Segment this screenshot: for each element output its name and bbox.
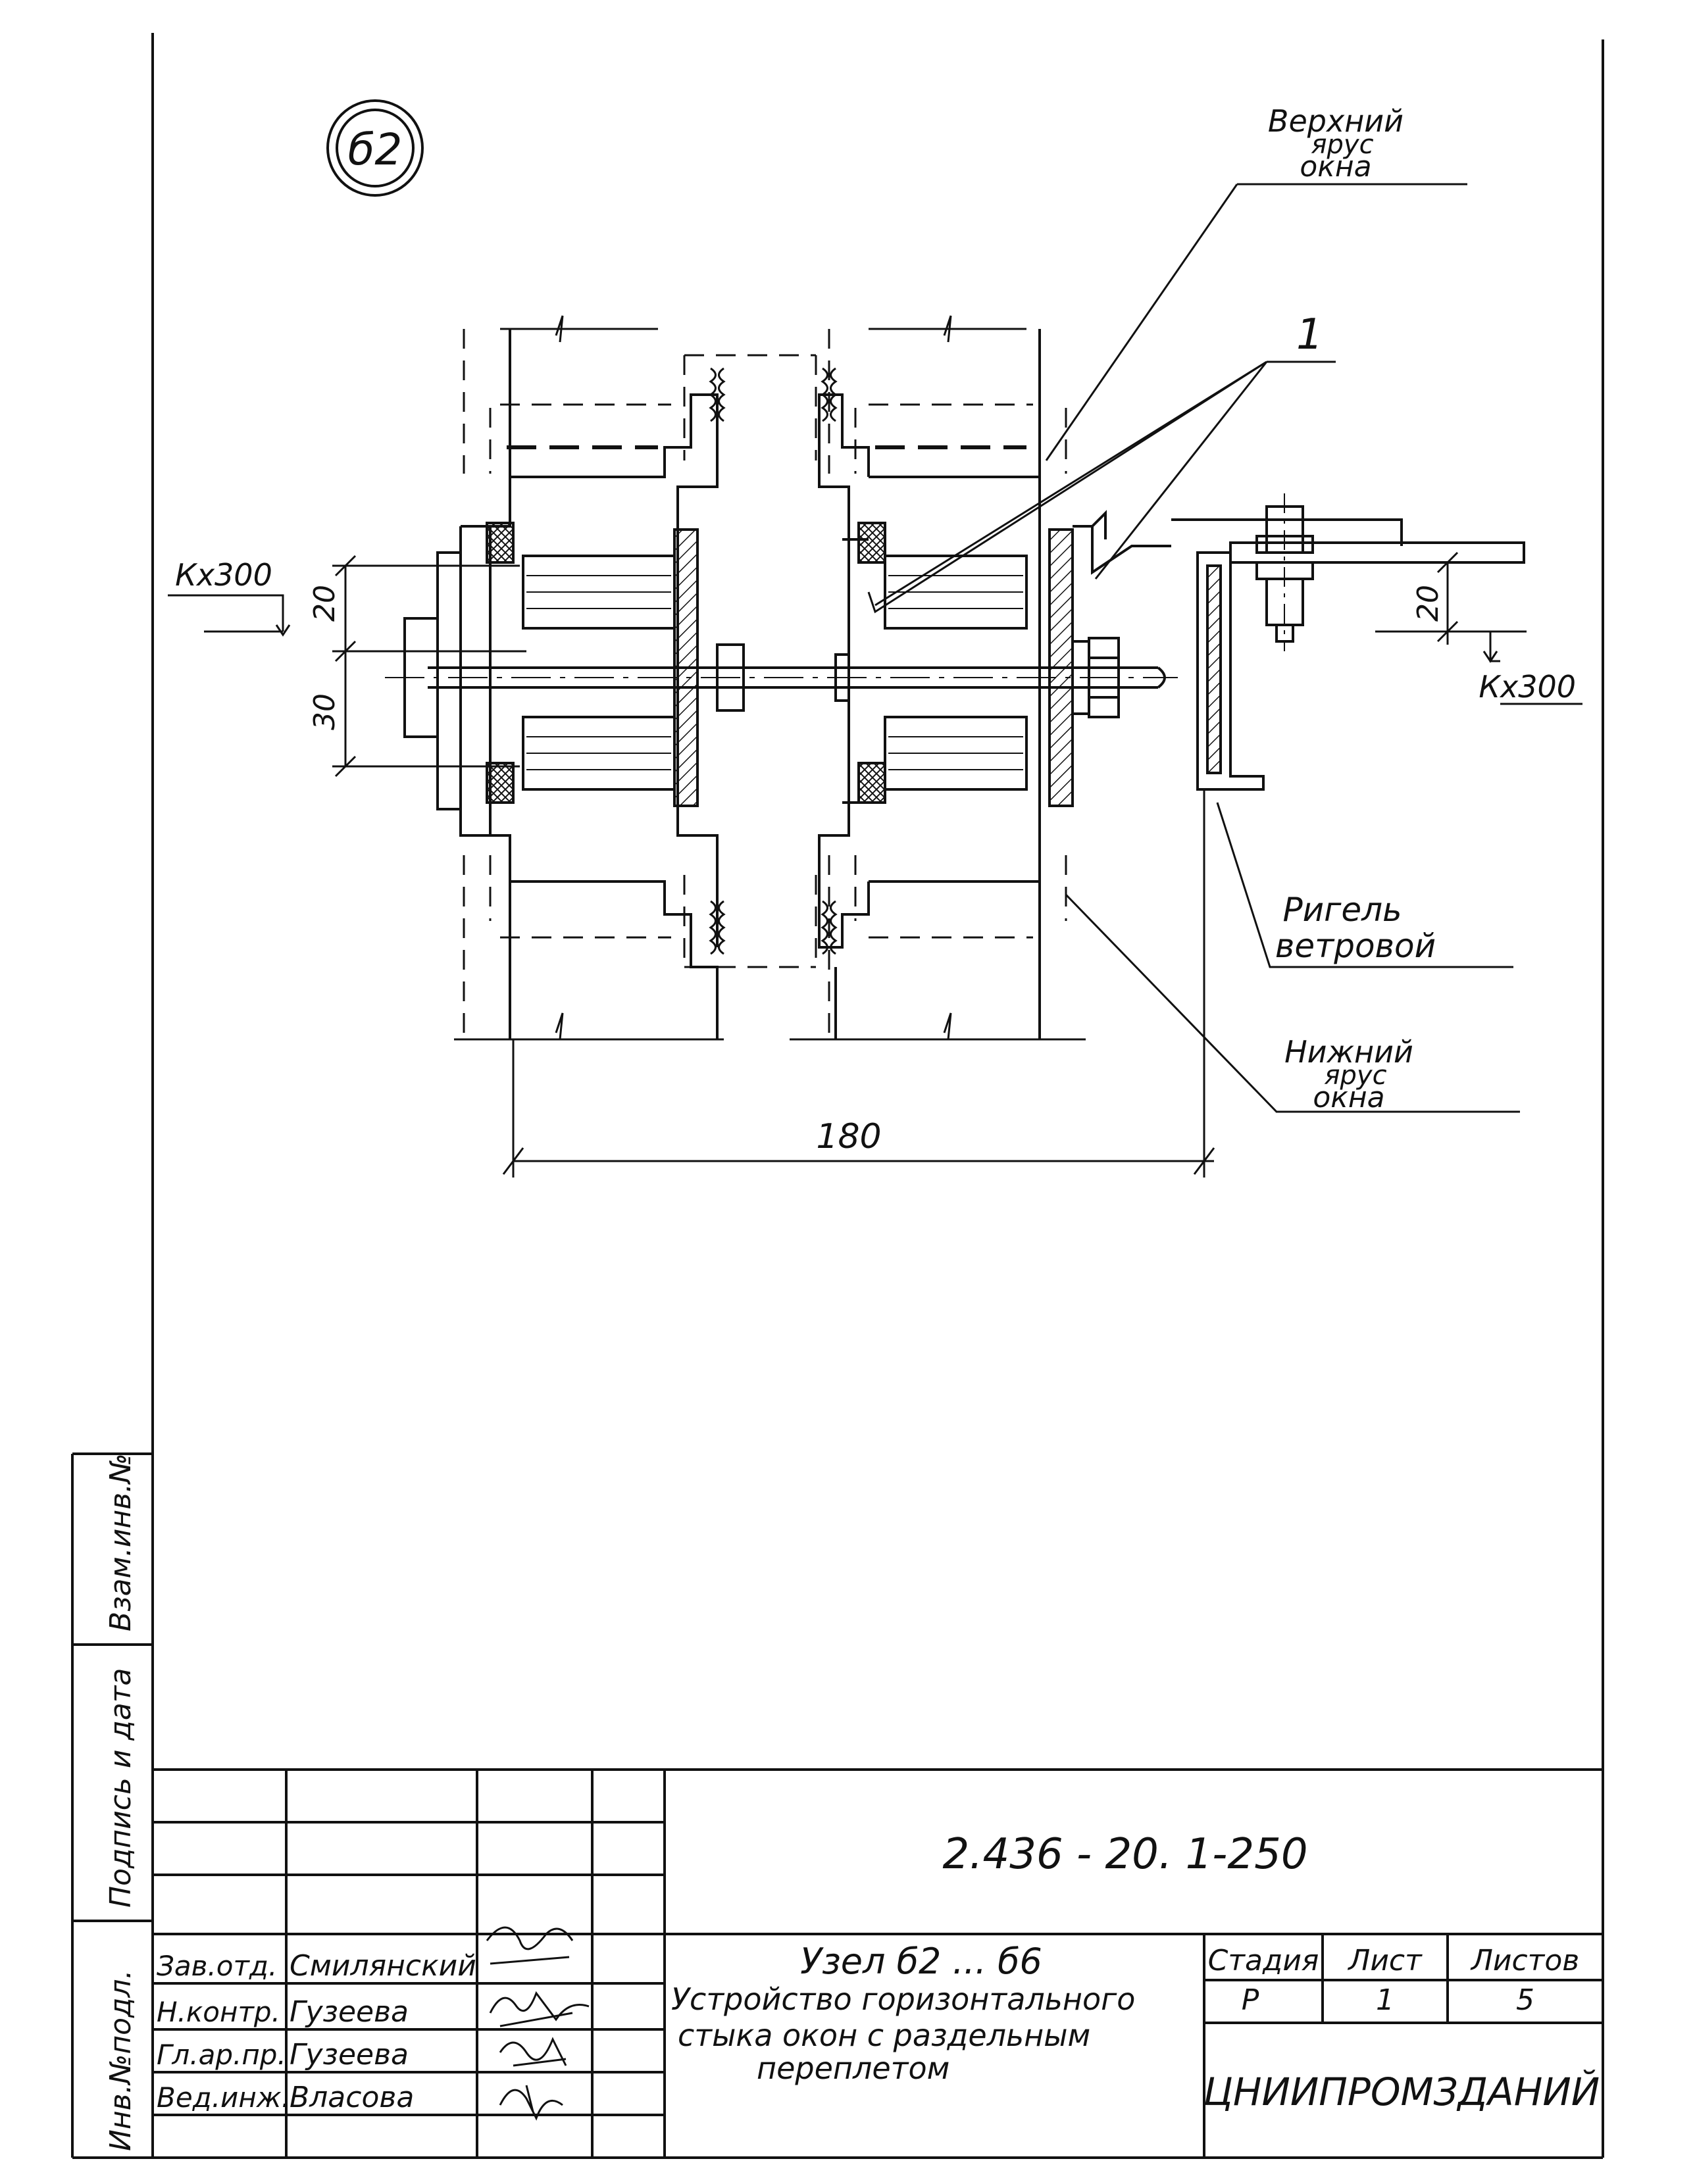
inv-no-label: Инв.№подл. [104,1970,138,2151]
title-line-2: Устройство горизонтального [671,1981,1135,2017]
overall-width-dimension: 180 [816,1117,881,1156]
side-stamp: Инв.№подл. Подпись и дата Взам.инв.№ [104,1453,138,2151]
title-block-text: 2.436 - 20. 1-250 Узел б2 ... б6 Устройс… [157,1830,1600,2114]
sheet-value: 1 [1376,1983,1394,2017]
person-name: Гузеева [290,1995,409,2029]
organization-name: ЦНИИПРОМЗДАНИЙ [1203,2069,1600,2114]
stage-header: Стадия [1208,1944,1319,1977]
step-left-dimension: Кх300 [175,557,272,593]
joint-detail [385,315,1525,1041]
dim-20-right: 20 [1411,585,1445,622]
role-label: Н.контр. [157,1996,280,2028]
upper-tier-label: окна [1300,150,1371,184]
replace-inv-label: Взам.инв.№ [104,1453,138,1631]
person-name: Власова [290,2081,414,2114]
wind-girt-label: Ригель [1282,891,1402,929]
lower-tier-label: ярус [1324,1060,1386,1091]
title-line-3: стыка окон с раздельным [678,2018,1090,2053]
person-name: Смилянский [290,1949,476,1983]
stage-value: Р [1242,1983,1259,2017]
upper-tier-label: Верхний [1268,103,1404,139]
drawing-labels: Верхний ярус окна 1 Ригель ветровой Нижн… [175,103,1576,1156]
document-code: 2.436 - 20. 1-250 [942,1830,1307,1879]
step-right-dimension: Кх300 [1479,669,1576,705]
title-line-4: переплетом [757,2050,949,2086]
person-name: Гузеева [290,2038,409,2072]
sheet-frame [71,33,1604,2159]
signatures [486,1926,590,2121]
position-marker: 1 [1296,310,1323,359]
dim-20-left: 20 [308,585,342,622]
sheet-header: Лист [1347,1944,1423,1977]
signature-date-label: Подпись и дата [104,1668,138,1908]
lower-tier-label: Нижний [1284,1034,1413,1070]
title-line-1: Узел б2 ... б6 [800,1941,1042,1982]
sheets-header: Листов [1470,1944,1579,1977]
role-label: Вед.инж. [157,2081,290,2114]
dimension-lines [168,551,1582,1178]
title-block [153,1768,1603,2158]
leader-lines [867,183,1520,1113]
role-label: Гл.ар.пр. [157,2039,286,2071]
wind-girt-label: ветровой [1275,927,1436,965]
node-marker: б2 [326,99,424,197]
upper-tier-label: ярус [1311,130,1373,160]
dim-30-left: 30 [308,693,342,730]
node-id: б2 [348,124,403,175]
lower-tier-label: окна [1313,1081,1384,1114]
role-label: Зав.отд. [157,1950,277,1982]
sheets-value: 5 [1516,1983,1534,2017]
